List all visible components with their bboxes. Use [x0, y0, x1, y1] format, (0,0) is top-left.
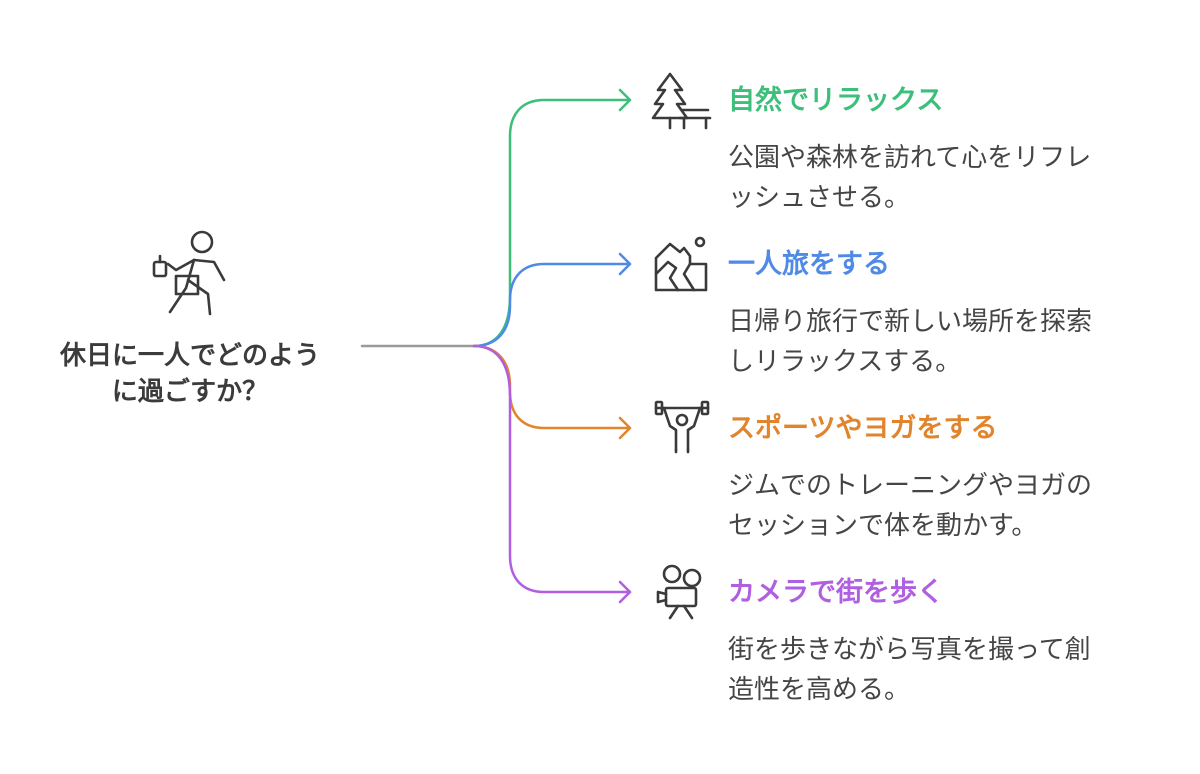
- central-title-line-2: に過ごすか？: [111, 377, 269, 407]
- branch-desc-nature: 公園や森林を訪れて心をリフレ ッシュさせる。: [728, 138, 1091, 218]
- branch-desc-sports: ジムでのトレーニングやヨガの セッションで体を動かす。: [728, 466, 1092, 546]
- branch-title-travel: 一人旅をする: [728, 249, 890, 280]
- branch-desc-camera-line-1: 街を歩きながら写真を撮って創: [728, 635, 1091, 665]
- branch-desc-camera-line-2: 造性を高める。: [728, 675, 911, 705]
- central-title-line-1: 休日に一人でどのよう: [59, 341, 320, 371]
- branch-title-nature: 自然でリラックス: [728, 85, 944, 116]
- branch-desc-nature-line-2: ッシュさせる。: [728, 183, 911, 213]
- branch-connector-travel: [472, 252, 632, 348]
- branch-desc-camera: 街を歩きながら写真を撮って創 造性を高める。: [728, 630, 1091, 710]
- branch-desc-travel: 日帰り旅行で新しい場所を探索 しリラックスする。: [728, 302, 1092, 382]
- tree-bench-icon: [651, 72, 712, 130]
- branch-title-sports: スポーツやヨガをする: [728, 413, 998, 444]
- branch-desc-travel-line-2: しリラックスする。: [728, 347, 962, 377]
- video-camera-icon: [656, 564, 702, 620]
- branch-desc-sports-line-1: ジムでのトレーニングやヨガの: [728, 471, 1093, 501]
- weightlifter-icon: [654, 400, 710, 454]
- branch-connector-sports: [472, 344, 632, 440]
- branch-desc-nature-line-1: 公園や森林を訪れて心をリフレ: [728, 143, 1092, 173]
- central-topic: 休日に一人でどのよう に過ごすか？: [30, 338, 350, 410]
- branch-title-camera: カメラで街を歩く: [728, 577, 944, 608]
- branch-desc-travel-line-1: 日帰り旅行で新しい場所を探索: [728, 307, 1093, 337]
- walking-person-icon: [152, 230, 226, 316]
- landscape-icon: [654, 236, 708, 292]
- branch-connector-nature: [472, 88, 632, 348]
- branch-desc-sports-line-2: セッションで体を動かす。: [728, 511, 1038, 541]
- branch-connector-camera: [472, 344, 632, 604]
